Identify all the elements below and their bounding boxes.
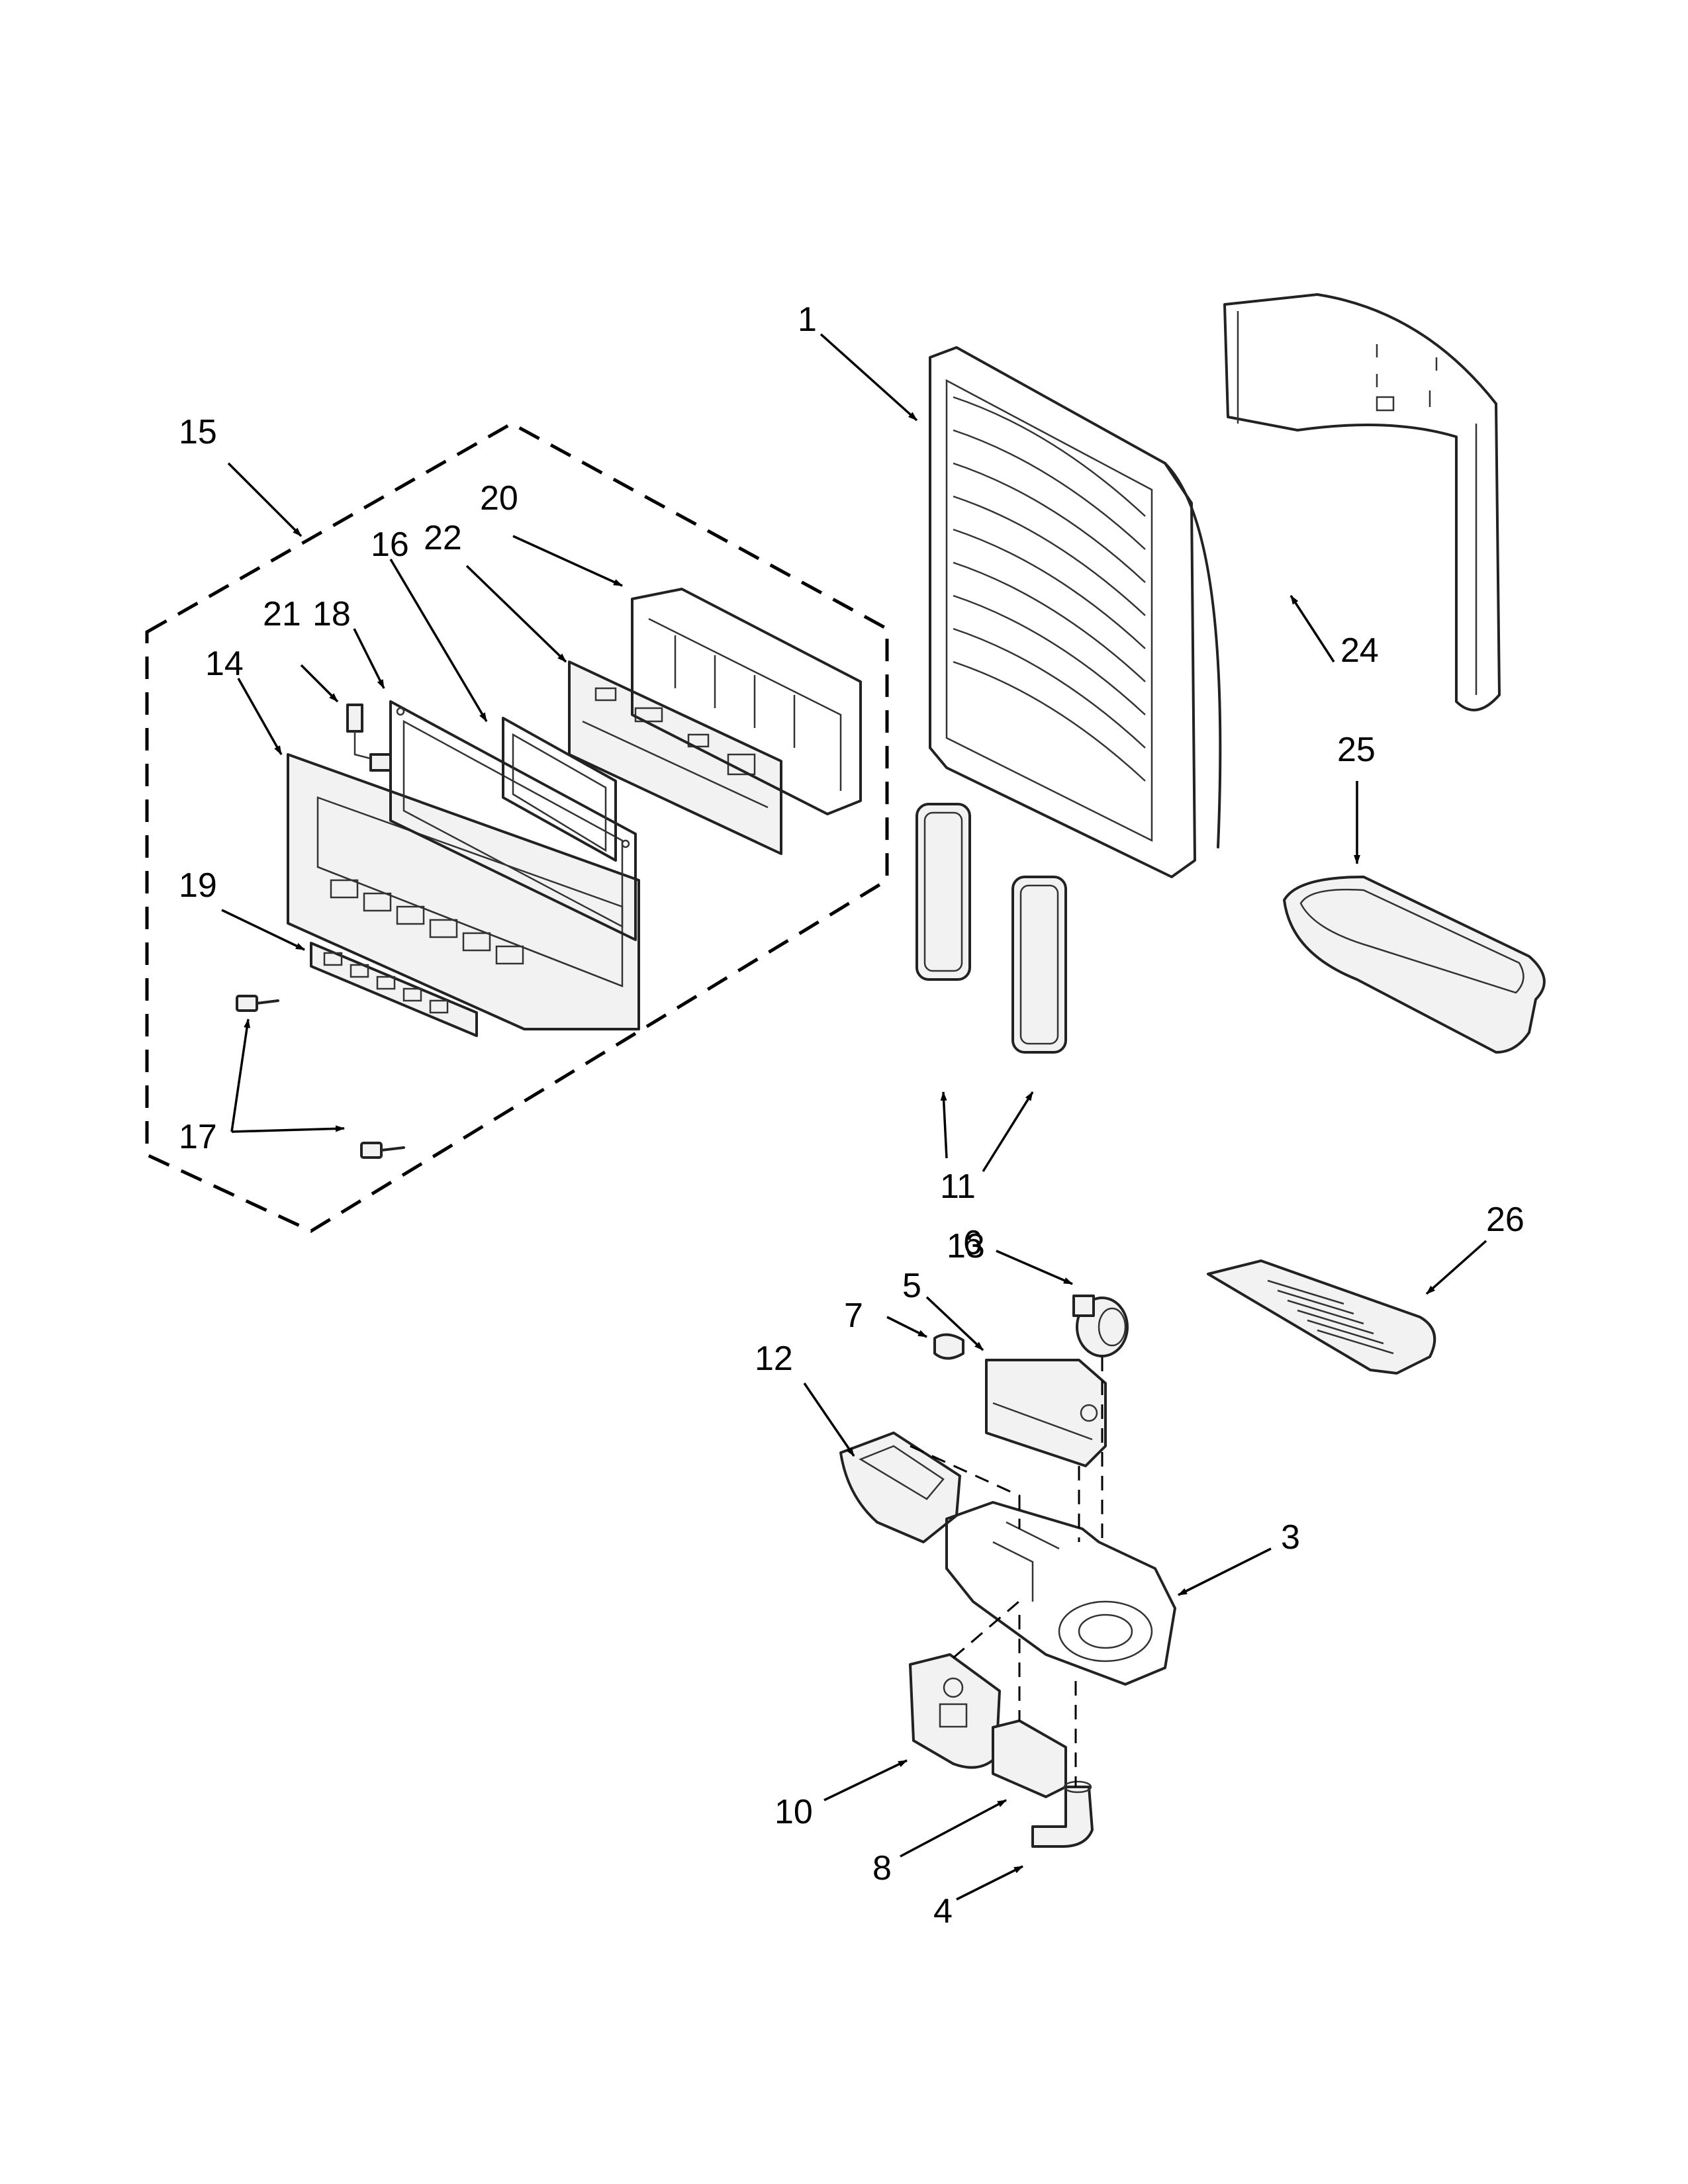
part-18-panel-frame	[389, 700, 637, 941]
callout-26: 26	[1486, 1201, 1524, 1239]
callout-20: 20	[480, 479, 518, 518]
part-24-chute-cover	[1223, 293, 1501, 711]
part-26-drip-grille	[1207, 1259, 1436, 1375]
part-20-housing	[631, 588, 862, 815]
callout-14: 14	[205, 645, 244, 683]
part-10-cover-plate	[909, 1653, 1001, 1769]
callout-19: 19	[179, 866, 217, 905]
callout-15: 15	[179, 413, 217, 451]
part-5-bracket	[985, 1359, 1107, 1467]
part-11-pad	[915, 803, 971, 981]
part-19-button-strip	[310, 942, 478, 1037]
callout-3: 3	[1281, 1518, 1300, 1557]
part-17-screws	[236, 995, 405, 1159]
callout-7: 7	[844, 1297, 863, 1335]
callout-18: 18	[312, 595, 351, 633]
callout-10: 10	[774, 1793, 813, 1831]
part-8-switch	[992, 1719, 1067, 1798]
part-4-elbow-fitting	[1031, 1780, 1094, 1848]
callout-4: 4	[933, 1892, 953, 1931]
part-25-drip-tray	[1283, 876, 1546, 1054]
callout-8: 8	[872, 1849, 892, 1888]
callout-16: 16	[371, 525, 409, 564]
part-6-motor	[1072, 1295, 1129, 1357]
callout-22: 22	[424, 519, 462, 557]
part-12-chute-cup	[839, 1432, 961, 1543]
callout-6: 6	[963, 1224, 982, 1262]
part-3-dispenser-base	[945, 1501, 1176, 1686]
part-22-control-board	[568, 660, 782, 855]
callout-1: 1	[798, 300, 817, 339]
callout-25: 25	[1337, 731, 1376, 769]
part-21-connector	[346, 704, 392, 772]
part-1-dispenser-housing	[929, 346, 1222, 878]
part-7-bulb	[933, 1333, 964, 1360]
leader-lines	[221, 333, 1487, 1901]
callout-12: 12	[755, 1340, 793, 1378]
assembly-guide-lines	[910, 1357, 1103, 1787]
callout-21: 21	[263, 595, 301, 633]
part-13-pad	[1011, 876, 1067, 1054]
callout-11: 11	[940, 1167, 976, 1206]
callout-13: 13	[947, 1227, 985, 1265]
callout-17: 17	[179, 1118, 217, 1156]
callout-5: 5	[902, 1267, 921, 1305]
part-14-control-panel	[287, 753, 640, 1030]
callout-labels: 1 15 20 22 16 21 18 14 19 17 24 25 11 13…	[179, 300, 1524, 1931]
callout-24: 24	[1340, 631, 1379, 670]
